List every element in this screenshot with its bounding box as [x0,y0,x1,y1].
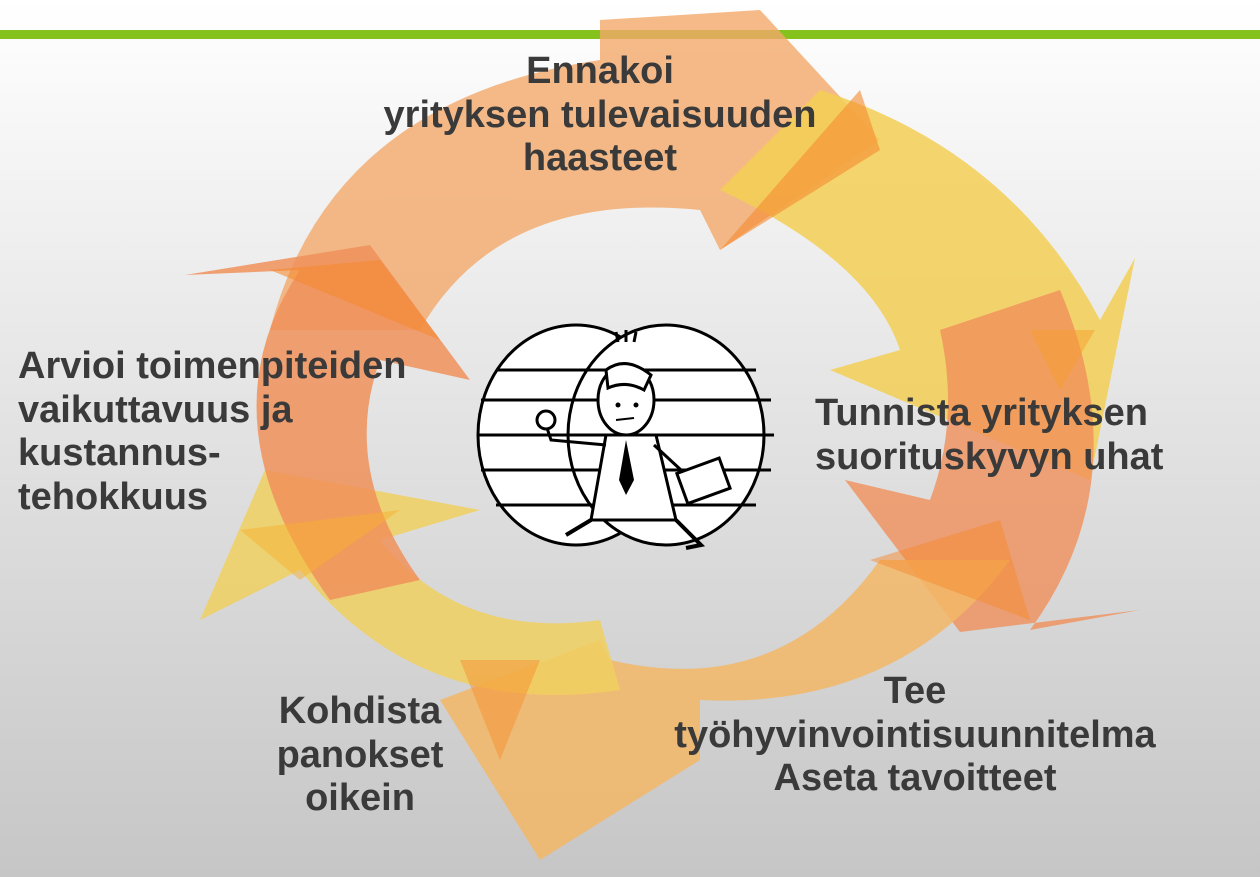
arrow-top [270,10,880,330]
arrow-bottom-right [440,560,1010,860]
step-label-evaluate: Arvioi toimenpiteiden vaikuttavuus ja ku… [18,345,407,519]
running-businessman-icon [476,323,774,550]
arrow-left [185,245,470,600]
step-label-anticipate: Ennakoi yrityksen tulevaisuuden haasteet [383,50,817,180]
step-label-plan-goals: Tee työhyvinvointisuunnitelma Aseta tavo… [674,670,1156,800]
step-label-identify-threats: Tunnista yrityksen suorituskyvyn uhat [815,392,1164,478]
step-label-target-efforts: Kohdista panokset oikein [276,690,444,820]
